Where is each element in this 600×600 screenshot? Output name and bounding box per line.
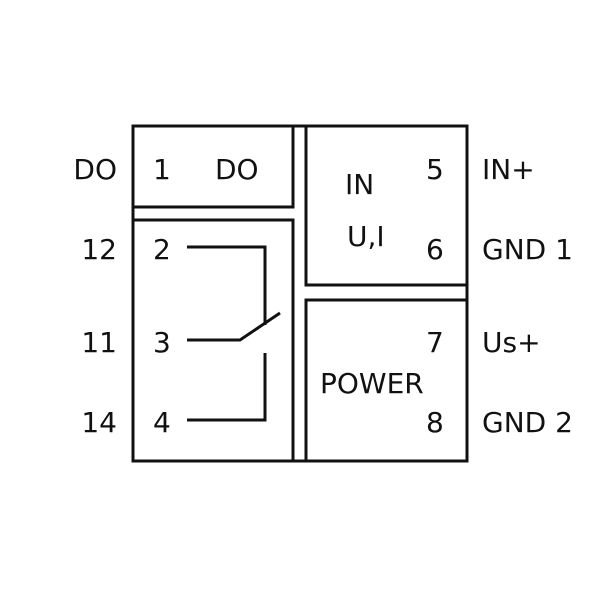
pin-3: 3 (153, 326, 171, 359)
relay-contact-symbol (187, 245, 281, 422)
switch-contact (187, 311, 281, 342)
left-label-12: 12 (81, 233, 117, 266)
do-block (131, 124, 295, 209)
right-label-us-plus: Us+ (482, 326, 541, 359)
module-outline (131, 124, 469, 463)
input-block (304, 124, 469, 287)
right-label-gnd1: GND 1 (482, 233, 573, 266)
pin-5: 5 (426, 153, 444, 186)
right-label-gnd2: GND 2 (482, 406, 573, 439)
wire-pin-2 (187, 245, 267, 325)
pin-2: 2 (153, 233, 171, 266)
pin-4: 4 (153, 406, 171, 439)
left-label-11: 11 (81, 326, 117, 359)
input-block-label-ui: U,I (347, 220, 385, 253)
left-label-14: 14 (81, 406, 117, 439)
relay-block (131, 218, 295, 463)
pin-1: 1 (153, 153, 171, 186)
pin-8: 8 (426, 406, 444, 439)
power-block-label: POWER (320, 367, 424, 400)
pin-6: 6 (426, 233, 444, 266)
input-block-label-in: IN (345, 168, 374, 201)
do-block-label: DO (215, 153, 259, 186)
power-block (304, 298, 469, 463)
right-label-in-plus: IN+ (482, 153, 535, 186)
wire-pin-4 (187, 353, 267, 422)
left-label-do: DO (73, 153, 117, 186)
pin-7: 7 (426, 326, 444, 359)
